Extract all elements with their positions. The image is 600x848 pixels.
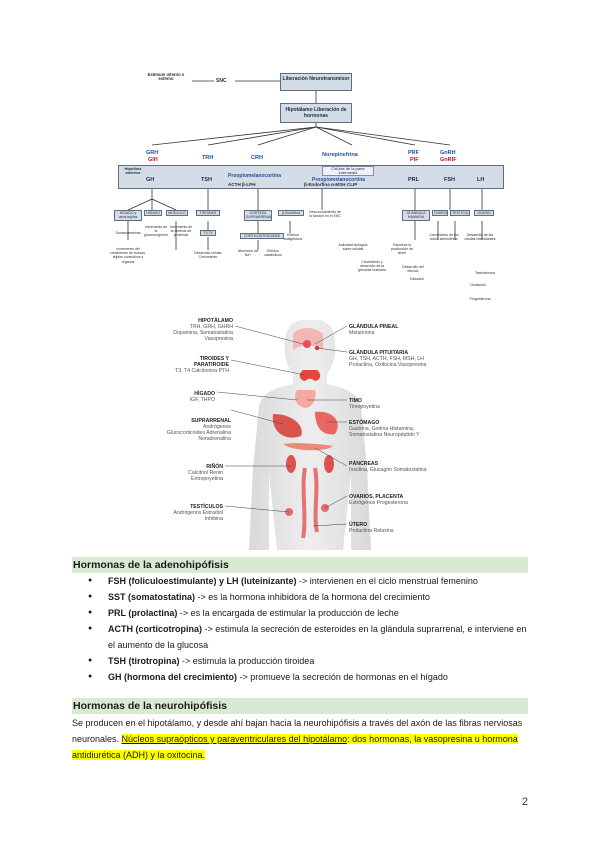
intermediate-box: Células de la parte intermedia [322,166,374,177]
gnrh-label: GnRH [440,150,456,156]
adrenal-cortex-box: CORTEZA SUPRARRENAL [244,210,272,221]
adenohypophysis-heading: Hormonas de la adenohipófisis [72,557,528,573]
testosterone-label: Testosterona [474,271,496,275]
fsh-label: FSH [444,177,455,183]
list-item: SST (somatostatina) -> es la hormona inh… [72,589,528,605]
crh-label: CRH [251,155,263,161]
anterior-label: Hipófisis anterior [124,167,142,176]
acth-lph-label: ACTH β-LPH [228,182,256,187]
pif-label: PIF [410,157,419,163]
prf-label: PRF [408,150,419,156]
list-item: PRL (prolactina) -> es la encargada de e… [72,605,528,621]
lh-label: LH [477,177,485,183]
highlighted-nuclei: Núcleos supraópticos y paraventriculares… [121,734,348,744]
note-cell-growth: Desarrollo celular Crecimiento [194,251,222,260]
gh-label: GH [146,177,155,183]
anterior-pituitary-band [118,165,504,189]
note-analgesic: Efectos analgésicos [283,233,303,242]
label-ovaries: OVARIOS, PLACENTA Estrógenos Progesteron… [349,494,408,506]
note-follicle: Desarrollo del folículo [402,265,424,274]
page-number: 2 [521,796,528,808]
trh-label: TRH [202,155,214,161]
endorphin-box: β-Endorfina [278,210,304,216]
note-catabolic: Efectos catabólicos [264,249,282,258]
liver-box: HÍGADO [144,210,162,216]
body-silhouette [216,320,371,550]
testis-box: TESTÍCULO [450,210,470,216]
label-hypothalamus: HIPOTÁLAMO TRH, GRH, GHRH Dopamina, Soma… [173,318,233,342]
flowchart-connectors [127,80,483,250]
neurohypophysis-heading: Hormonas de la neurohipófisis [72,698,528,714]
hypothalamus-box: Hipotálamo Liberación de hormonas [280,103,352,123]
label-testes: TESTÍCULOS Andrógenos Estradiol Inhibina [173,504,223,522]
ovulation-label: Ovulación [470,283,486,287]
gnrif-label: GnRIF [440,157,457,163]
hormone-flowchart: Estímulo interno o externo SNC Liberació… [110,65,505,307]
label-pituitary: GLÁNDULA PITUITARIA GH, TSH, ACTH, FSH, … [349,350,427,368]
neurohypophysis-paragraph: Se producen en el hipotálamo, y desde ah… [72,718,523,760]
adenohypophysis-list: FSH (foliculoestimulante) y LH (luteiniz… [72,573,528,685]
corticosteroids-box: CORTICOSTEROIDES [240,233,284,239]
label-thymus: TIMO Timopoyetina [349,398,380,410]
ovary-box: OVARIO [432,210,448,216]
estradiol-label: Estradiol [410,277,424,281]
t3-t4-box: T3 T4 [200,230,216,236]
list-item: GH (hormona del crecimiento) -> promueve… [72,669,528,685]
label-adrenal: SUPRARRENAL Andrógenos Glucocorticoides … [166,418,231,442]
note-cns-function: Desconocimiento de la función en el SNC [309,210,341,219]
thyroid-box: TIROIDES [196,210,220,216]
list-item: TSH (tirotropina) -> estimula la producc… [72,653,528,669]
gih-label: GIH [148,157,158,163]
ovary-lh-box: OVARIO [474,210,494,216]
note-seminiferous: Crecimiento de los tubos seminíferos [429,233,459,242]
stimuli-label: Estímulo interno o externo [147,73,185,82]
prl-label: PRL [408,177,419,183]
somatomedin-label: Somatomedinas [115,231,141,235]
endocrine-body-illustration: HIPOTÁLAMO TRH, GRH, GHRH Dopamina, Soma… [165,318,465,550]
norepinephrine-label: Norepinefrina [322,152,358,158]
snc-label: SNC [216,78,227,84]
endorphin-msh-label: β-Endorfina α-MSH CLIP [304,182,358,187]
label-kidney: RIÑÓN Calcitriol Renin Eritropoyetina [188,464,223,482]
pomc-label: Proopiomelanocortina [228,173,282,179]
muscle-box: MÚSCULO [166,210,188,216]
note-milk-production: Favorece la producción de leche [391,243,413,256]
grh-label: GRH [146,150,159,156]
note-gluconeogenesis: Incremento de la gluconeogénesis [144,225,168,238]
label-stomach: ESTÓMAGO Gastrina, Grelina Histamina, So… [349,420,420,438]
pomc-intermediate-label: Proopiomelanocortina [312,177,366,183]
list-item: ACTH (corticotropina) -> estimula la sec… [72,621,528,653]
mammary-box: GLÁNDULA MAMARIA [402,210,430,221]
note-mammary-growth: Crecimiento y desarrollo de la glándula … [358,260,386,273]
label-pineal: GLÁNDULA PINEAL Melatonina [349,324,399,336]
label-uterus: ÚTERO Prolactina Relaxina [349,522,394,534]
tsh-label: TSH [201,177,212,183]
label-thyroid: TIROIDES Y PARATIROIDE T3, T4 Calcitonin… [175,356,229,374]
label-pancreas: PÁNCREAS Insulina, Glucagón Somatostatin… [349,461,427,473]
note-biological-activity: Actividad biológica sobre células [338,243,368,252]
note-interstitial: Desarrollo de las células intersticiales [464,233,496,242]
note-protein-synthesis: Incremento de la síntesis de proteínas [169,225,193,238]
note-bone-growth: Incremento del crecimiento de huesos, te… [110,247,146,264]
liver-tissue-box: HÍGADO y otros tejidos [114,210,142,221]
note-na-absorption: Absorción de Na+ [237,249,259,258]
neurotransmitter-box: Liberación Neurotransmisor [280,73,352,91]
progesterone-label: Progesterona [469,297,491,301]
list-item: FSH (foliculoestimulante) y LH (luteiniz… [72,573,528,589]
label-liver: HÍGADO IGF, THPO [189,391,215,403]
